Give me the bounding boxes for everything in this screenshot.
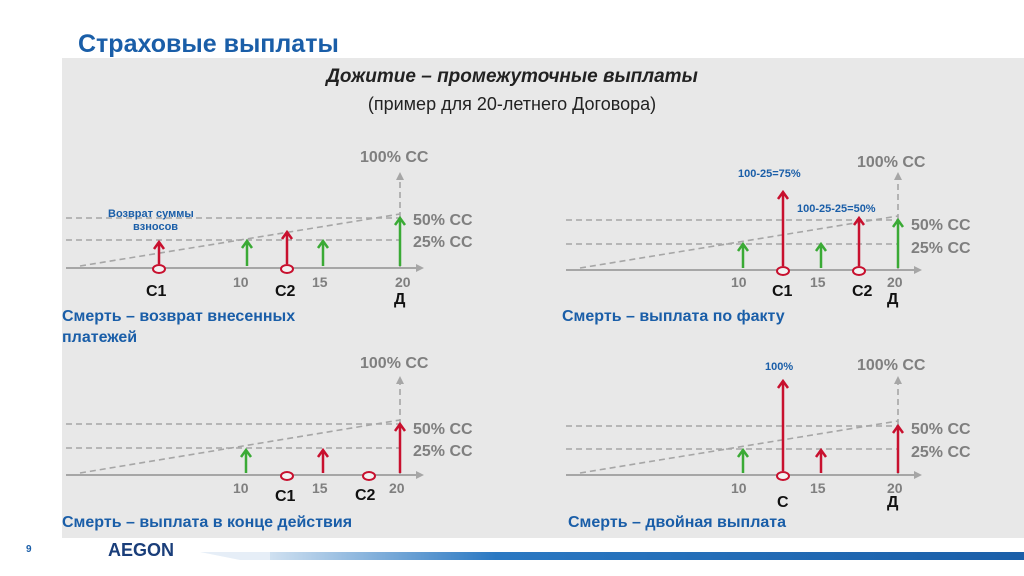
death-label: C2 [275,283,296,300]
level-25-label: 25% CC [413,234,473,251]
payout-arrow-green [891,217,905,268]
note-label: 100-25=75% [738,168,801,180]
death-arrow-red [280,229,294,264]
death-label: C1 [772,283,793,300]
panel-caption: Смерть – двойная выплата [568,514,786,531]
note-label: 100-25-25=50% [797,203,876,215]
tick-label: 20 [887,480,903,496]
panel-2: 100% CC 50% CC 25% CC 10 15 20 C1 C2 Д 1… [562,154,971,325]
payout-arrow-green [316,238,330,266]
tick-label: 15 [810,274,826,290]
level-25-label: 25% CC [911,240,971,257]
level-25-label: 25% CC [911,444,971,461]
death-payout-arrow-red [316,447,330,473]
aegon-logo: AEGON [108,540,175,560]
payout-arrow-green [239,447,253,473]
payout-arrow-green [240,238,254,266]
panel-caption: Смерть – выплата по факту [562,308,785,325]
tick-label: 20 [887,274,903,290]
tick-label: 20 [395,274,411,290]
death-event-marker [776,266,790,276]
end-label: Д [394,291,406,308]
death-label: C1 [275,488,296,505]
panel-4: 100% CC 50% CC 25% CC 10 15 20 C Д 100% … [566,357,971,531]
death-event-marker [280,471,294,481]
death-payout-arrow-red [814,447,828,473]
death-payout-arrow-red [393,421,407,473]
end-label: Д [887,291,899,308]
tick-label: 15 [312,480,328,496]
death-payout-arrow-red [891,423,905,473]
level-100-label: 100% CC [360,355,429,372]
death-arrow-red [776,378,790,471]
death-label: C2 [852,283,873,300]
tick-label: 10 [233,274,249,290]
level-100-label: 100% CC [360,149,429,166]
payout-arrow-green [393,215,407,266]
panel-caption: Смерть – выплата в конце действия [62,514,352,531]
page-number: 9 [26,544,32,555]
tick-label: 20 [389,480,405,496]
payout-arrow-green [814,241,828,268]
tick-label: 15 [810,480,826,496]
premium-trend-line [579,215,899,269]
level-100-label: 100% CC [857,357,926,374]
death-event-marker [852,266,866,276]
tick-label: 10 [731,480,747,496]
death-label: C [777,494,789,511]
death-event-marker [280,264,294,274]
death-event-marker [362,471,376,481]
payout-arrow-green [736,447,750,473]
diagram-subtitle: Дожитие – промежуточные выплаты [326,66,698,87]
premium-trend-line [79,213,401,267]
death-arrow-red [852,215,866,266]
level-25-label: 25% CC [413,443,473,460]
tick-label: 10 [731,274,747,290]
note-label: взносов [133,221,178,233]
footer-bar [200,552,1024,560]
death-label: C1 [146,283,167,300]
level-50-label: 50% CC [413,421,473,438]
end-label: Д [887,494,899,511]
death-arrow-red [776,189,790,266]
premium-trend-line [79,419,401,474]
death-arrow-red [152,239,166,264]
panel-3: 100% CC 50% CC 25% CC 10 15 20 C1 C2 Сме… [62,355,473,531]
panel-caption: Смерть – возврат внесенных [62,308,295,325]
payout-arrow-green [736,241,750,268]
note-label: 100% [765,361,793,373]
tick-label: 10 [233,480,249,496]
diagram-subtitle-note: (пример для 20-летнего Договора) [367,94,657,114]
level-50-label: 50% CC [413,212,473,229]
death-event-marker [152,264,166,274]
level-100-label: 100% CC [857,154,926,171]
page-title: Страховые выплаты [78,30,339,58]
level-50-label: 50% CC [911,217,971,234]
tick-label: 15 [312,274,328,290]
content-panel [62,58,1024,538]
death-label: C2 [355,487,376,504]
death-event-marker [776,471,790,481]
note-label: Возврат суммы [108,208,194,220]
level-50-label: 50% CC [911,421,971,438]
premium-trend-line [579,420,899,474]
panel-1: 100% CC 50% CC 25% CC 10 15 20 C1 C2 Д В… [62,149,473,346]
panel-caption: платежей [62,329,137,346]
